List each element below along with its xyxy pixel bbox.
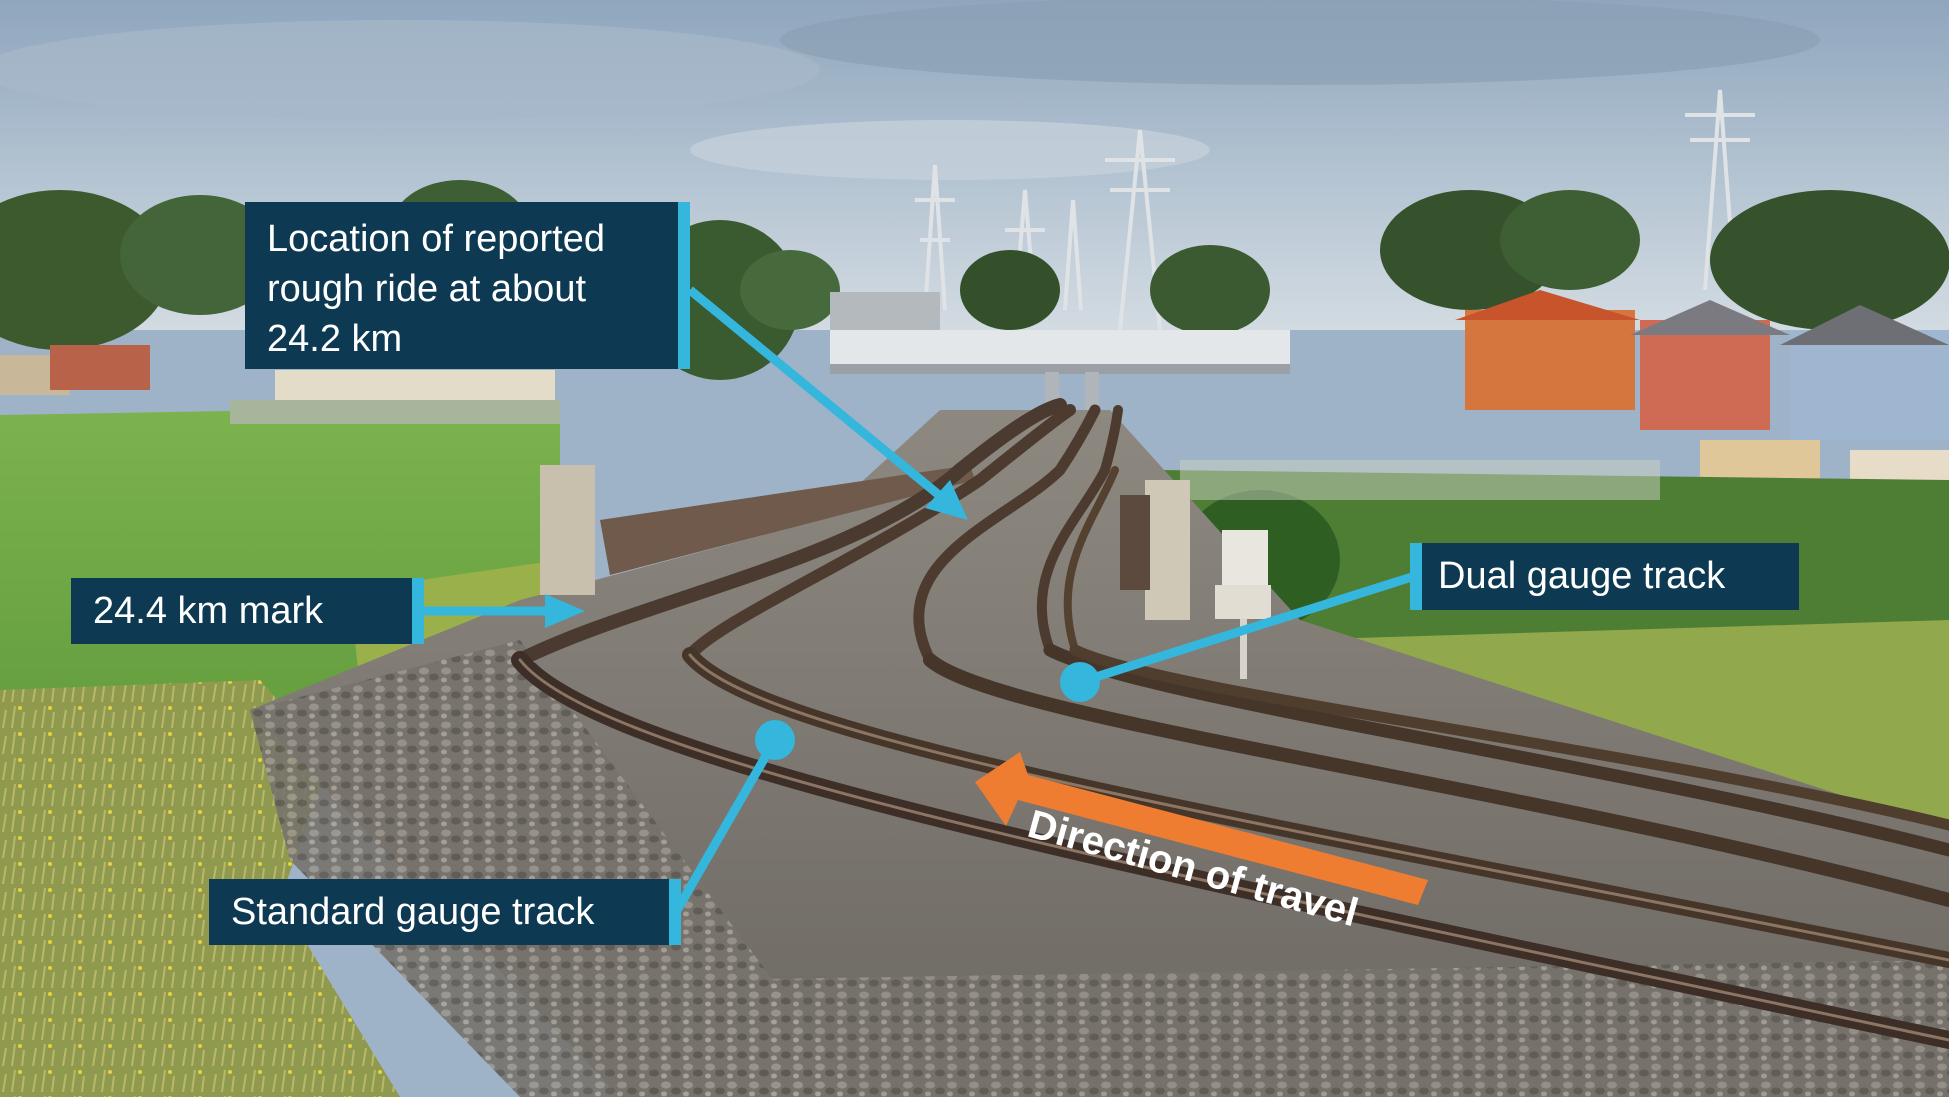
dual-gauge-label: Dual gauge track: [1410, 543, 1799, 610]
km-mark-label: 24.4 km mark: [71, 578, 424, 644]
direction-arrow: [975, 752, 1428, 905]
standard-gauge-pointer: [672, 737, 779, 915]
rough-ride-pointer: [687, 286, 948, 504]
rough-ride-label: Location of reported rough ride at about…: [245, 202, 690, 369]
standard-gauge-dot: [755, 720, 795, 760]
km-mark-arrowhead: [545, 594, 585, 628]
dual-gauge-dot: [1060, 662, 1100, 702]
standard-gauge-label-accent: [669, 879, 681, 945]
rough-ride-text: Location of reported rough ride at about…: [267, 218, 606, 360]
dual-gauge-text: Dual gauge track: [1438, 555, 1726, 597]
rough-ride-label-accent: [678, 202, 690, 369]
km-mark-text: 24.4 km mark: [93, 590, 324, 632]
dual-gauge-pointer: [1078, 571, 1417, 687]
dual-gauge-label-accent: [1410, 543, 1422, 610]
standard-gauge-label: Standard gauge track: [209, 879, 681, 945]
rough-ride-arrowhead: [925, 480, 968, 520]
standard-gauge-text: Standard gauge track: [231, 891, 595, 933]
km-mark-label-accent: [412, 578, 424, 644]
